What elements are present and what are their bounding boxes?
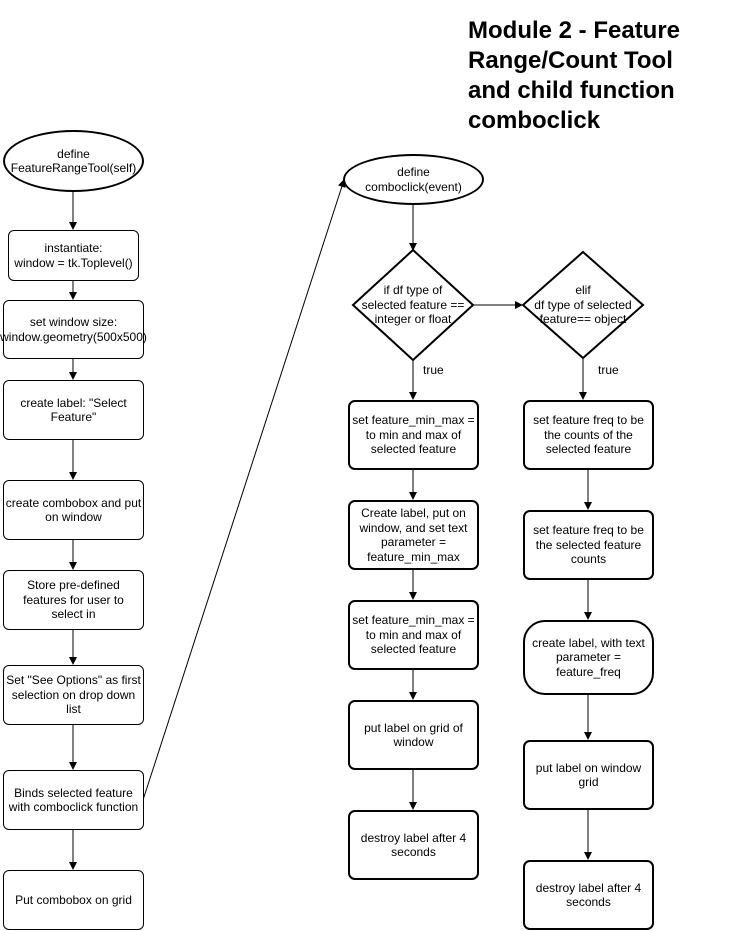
put-combobox-on-grid-step: Put combobox on grid: [3, 870, 144, 930]
set-feature-min-max-step: set feature_min_max = to min and max of …: [348, 400, 479, 470]
node-label: Put combobox on grid: [15, 892, 132, 907]
diagram-title: Module 2 - Feature Range/Count Tool and …: [468, 16, 728, 136]
set-see-options-step: Set "See Options" as first selection on …: [3, 665, 144, 725]
create-combobox-step: create combobox and put on window: [3, 480, 144, 540]
set-window-size-step: set window size: window.geometry(500x500…: [0, 300, 147, 359]
node-label: set window size: window.geometry(500x500…: [0, 315, 147, 344]
set-feature-min-max-step-2: set feature_min_max = to min and max of …: [348, 600, 479, 670]
destroy-label-step-middle: destroy label after 4 seconds: [348, 810, 479, 880]
title-line: comboclick: [468, 107, 601, 134]
set-feature-freq-counts-step: set feature freq to be the selected feat…: [523, 510, 654, 580]
node-label: set feature freq to be the counts of the…: [533, 413, 644, 457]
node-label: set feature_min_max = to min and max of …: [352, 613, 475, 657]
node-label: Binds selected feature with comboclick f…: [8, 785, 139, 815]
elif-decision-shape: [521, 250, 645, 360]
if-decision-shape: [351, 248, 475, 362]
bind-comboclick-step: Binds selected feature with comboclick f…: [3, 770, 144, 830]
arrow-binds-to-comboclick: [142, 179, 346, 801]
node-label: destroy label after 4 seconds: [360, 830, 467, 860]
node-label: define comboclick(event): [365, 165, 462, 194]
title-line: and child function: [468, 77, 675, 104]
create-min-max-label-step: Create label, put on window, and set tex…: [348, 500, 479, 570]
create-label-step: create label: "Select Feature": [3, 380, 144, 440]
destroy-label-step-right: destroy label after 4 seconds: [523, 860, 654, 930]
node-label: instantiate: window = tk.Toplevel(): [14, 241, 133, 270]
instantiate-window-step: instantiate: window = tk.Toplevel(): [8, 230, 139, 281]
node-label: set feature_min_max = to min and max of …: [352, 413, 475, 457]
put-label-on-window-grid-step: put label on window grid: [523, 740, 654, 810]
decision-label: if df type of selected feature == intege…: [361, 283, 465, 327]
set-feature-freq-step: set feature freq to be the counts of the…: [523, 400, 654, 470]
start-comboclick: define comboclick(event): [343, 154, 484, 205]
store-features-step: Store pre-defined features for user to s…: [3, 570, 144, 630]
node-label: Set "See Options" as first selection on …: [6, 673, 141, 717]
decision-label: elif df type of selected feature== objec…: [534, 283, 632, 327]
node-label: Store pre-defined features for user to s…: [23, 578, 124, 622]
node-label: define FeatureRangeTool(self): [10, 146, 137, 176]
node-label: create label, with text parameter = feat…: [532, 635, 645, 679]
node-label: create combobox and put on window: [5, 495, 142, 525]
true-edge-label-left: true: [422, 363, 445, 377]
if-decision: if df type of selected feature == intege…: [355, 280, 471, 330]
true-edge-label-right: true: [597, 363, 620, 377]
node-label: put label on window grid: [535, 760, 642, 790]
node-label: Create label, put on window, and set tex…: [359, 506, 468, 564]
create-freq-label-step: create label, with text parameter = feat…: [523, 620, 654, 695]
title-line: Module 2 - Feature: [468, 17, 681, 44]
elif-decision: elif df type of selected feature== objec…: [525, 280, 641, 330]
node-label: put label on grid of window: [364, 720, 463, 750]
put-label-on-grid-step: put label on grid of window: [348, 700, 479, 770]
title-line: Range/Count Tool: [468, 47, 673, 74]
node-label: create label: "Select Feature": [20, 395, 127, 425]
node-label: set feature freq to be the selected feat…: [533, 523, 644, 567]
start-feature-range-tool: define FeatureRangeTool(self): [3, 130, 144, 192]
node-label: destroy label after 4 seconds: [535, 880, 642, 910]
